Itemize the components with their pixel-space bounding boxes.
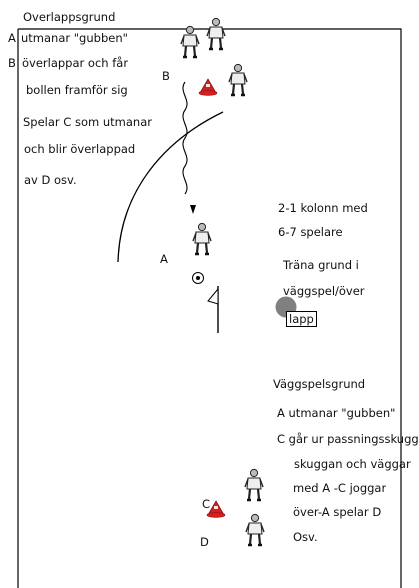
overlap-line: och blir överlappad xyxy=(24,142,136,156)
pitch-outline xyxy=(17,28,402,588)
column-note-line: 6-7 spelare xyxy=(278,225,343,239)
overlap-line: Spelar C som utmanar xyxy=(23,115,152,129)
curved-run-arc xyxy=(117,111,224,263)
training-note-line: väggspel/över xyxy=(283,284,365,298)
overlap-line: överlappar och får xyxy=(22,56,129,70)
player-figure-icon xyxy=(191,222,213,256)
dribble-arrowhead xyxy=(190,205,196,214)
overlap-line: utmanar "gubben" xyxy=(21,31,128,45)
flag-icon xyxy=(207,286,219,333)
wall-pass-line: C går ur passningsskuggan xyxy=(277,432,419,446)
overlap-line: av D osv. xyxy=(24,173,77,187)
player-figure-icon xyxy=(243,468,265,502)
player-figure-icon xyxy=(205,17,227,51)
player-figure-icon xyxy=(227,63,249,97)
wall-pass-line: med A -C joggar xyxy=(293,481,387,495)
training-note-boxed: lapp xyxy=(286,311,317,327)
wall-pass-line: skuggan och väggar xyxy=(294,457,411,471)
wall-pass-line: A utmanar "gubben" xyxy=(277,406,396,420)
wall-pass-line: över-A spelar D xyxy=(293,505,382,519)
cone-icon xyxy=(198,78,218,96)
overlap-line: bollen framför sig xyxy=(26,83,128,97)
column-note-line: 2-1 kolonn med xyxy=(278,201,368,215)
overlap-title: Overlappsgrund xyxy=(23,10,116,24)
ball-icon xyxy=(192,272,204,284)
player-figure-icon xyxy=(179,25,201,59)
player-label-a: A xyxy=(160,252,168,266)
wall-pass-title: Väggspelsgrund xyxy=(273,377,366,391)
wall-pass-line: Osv. xyxy=(293,530,318,544)
dribble-path xyxy=(182,81,188,195)
player-label-c: C xyxy=(202,497,211,511)
marker-a-left: A xyxy=(8,31,16,45)
player-figure-icon xyxy=(244,513,266,547)
player-label-b: B xyxy=(162,69,170,83)
marker-b-left: B xyxy=(8,56,16,70)
training-note-line: Träna grund i xyxy=(283,258,359,272)
player-label-d: D xyxy=(200,535,209,549)
